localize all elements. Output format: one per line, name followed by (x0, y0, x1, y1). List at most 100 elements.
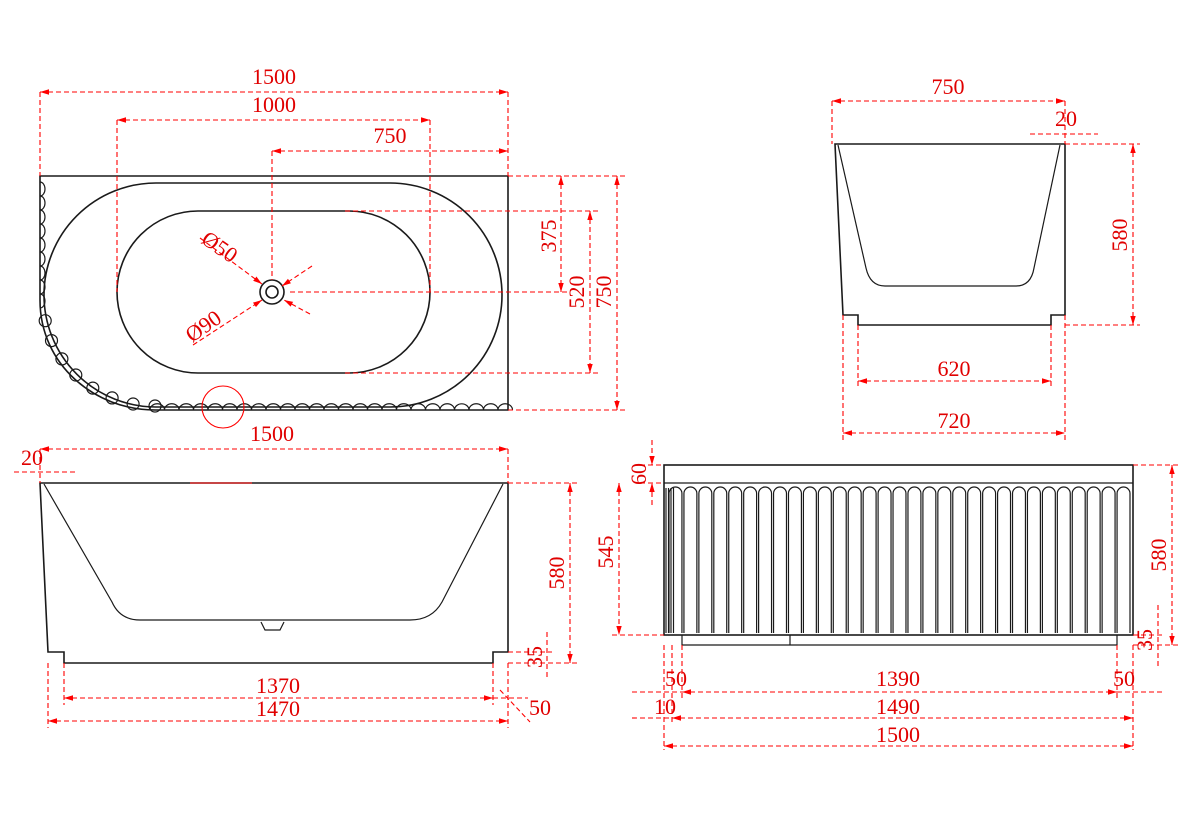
scallop (482, 403, 499, 411)
top-view: 1500 1000 750 375 520 750 Ø50 Ø90 (38, 64, 625, 429)
flute (877, 486, 892, 633)
scallop (468, 403, 485, 411)
scallop (86, 381, 100, 395)
end-view-basin (837, 144, 1061, 287)
dim-front-1490: 1490 (876, 694, 920, 719)
front-view: 60 545 580 35 50 1390 50 10 1490 1500 (593, 440, 1180, 750)
scallop (126, 397, 140, 411)
dim-front-60: 60 (626, 463, 651, 485)
scallop (352, 403, 369, 411)
drain-hole-icon (265, 285, 279, 299)
detail-callout-circle (201, 385, 245, 429)
dim-side-35: 35 (522, 646, 547, 668)
dim-top-520: 520 (564, 276, 589, 309)
scallop (323, 403, 340, 411)
flute (1026, 486, 1041, 633)
flute (728, 486, 743, 633)
dim-side-580: 580 (544, 557, 569, 590)
scallop (279, 403, 296, 411)
side-view-drain (260, 621, 285, 631)
flute (787, 486, 803, 633)
side-view-outline (39, 482, 509, 664)
dim-top-750: 750 (374, 123, 407, 148)
dim-end-20: 20 (1055, 106, 1077, 131)
scallop (148, 399, 162, 413)
dim-top-1000: 1000 (252, 92, 296, 117)
scallop (55, 352, 69, 366)
dim-side-1370: 1370 (256, 673, 300, 698)
scallop (424, 403, 441, 411)
flute (713, 486, 728, 633)
scallop (308, 403, 325, 411)
flute (1011, 486, 1027, 633)
scallop (39, 223, 46, 239)
dim-drain-50: Ø50 (197, 226, 242, 268)
dim-end-580: 580 (1107, 219, 1132, 252)
scallop (178, 403, 195, 411)
dim-end-750: 750 (932, 74, 965, 99)
scallop (39, 251, 46, 267)
flute (698, 486, 713, 633)
scallop (39, 293, 46, 309)
flute (937, 486, 952, 633)
dim-front-10: 10 (654, 694, 676, 719)
flute (802, 486, 817, 633)
flute (817, 486, 832, 633)
flute (1056, 486, 1071, 633)
scallop (265, 403, 282, 411)
dim-side-50: 50 (529, 695, 551, 720)
scallop (410, 403, 427, 411)
scallop (192, 403, 209, 411)
fluted-edge-bottom (38, 314, 514, 413)
flute (907, 486, 922, 633)
scallop (39, 209, 46, 225)
scallop (39, 181, 46, 197)
dim-front-left-50: 50 (665, 666, 687, 691)
drain-ring-icon (259, 279, 285, 305)
top-view-rim-inner (43, 182, 503, 408)
dim-end-620: 620 (938, 356, 971, 381)
side-view-basin (43, 483, 504, 621)
flute (1101, 486, 1116, 633)
scallop (221, 403, 238, 411)
scallop (44, 334, 59, 348)
flute (772, 486, 788, 633)
flute (967, 486, 982, 633)
scallop (38, 314, 52, 328)
dim-top-1500: 1500 (252, 64, 296, 89)
scallop (163, 403, 180, 411)
flute (1041, 486, 1056, 633)
front-view-body (663, 464, 1134, 636)
dim-side-1470: 1470 (256, 696, 300, 721)
flute (758, 486, 773, 633)
flute (1086, 486, 1101, 633)
dim-end-720: 720 (938, 408, 971, 433)
scallop (366, 403, 383, 411)
flute (922, 486, 937, 633)
dim-front-35: 35 (1132, 629, 1157, 651)
dim-front-580: 580 (1146, 539, 1171, 572)
dim-drain-90: Ø90 (181, 305, 226, 347)
flute (952, 486, 967, 633)
scallop (337, 403, 354, 411)
scallop (381, 403, 398, 411)
dim-top-750-vertical: 750 (591, 276, 616, 309)
scallop (39, 265, 46, 281)
scallop (39, 195, 46, 211)
flute (982, 486, 997, 633)
dim-side-20: 20 (21, 445, 43, 470)
top-view-outer-outline (39, 175, 509, 411)
dim-side-1500: 1500 (250, 421, 294, 446)
side-view: 1500 20 580 35 1370 1470 50 (14, 421, 578, 728)
flute (847, 486, 862, 633)
scallop (294, 403, 311, 411)
scallop (105, 391, 119, 405)
dim-front-545: 545 (593, 536, 618, 569)
scallop (149, 403, 166, 411)
fluted-panel (665, 486, 1131, 633)
flute (683, 486, 698, 633)
fluted-edge-left (39, 181, 46, 309)
dim-front-right-50: 50 (1113, 666, 1135, 691)
flute (862, 486, 877, 633)
